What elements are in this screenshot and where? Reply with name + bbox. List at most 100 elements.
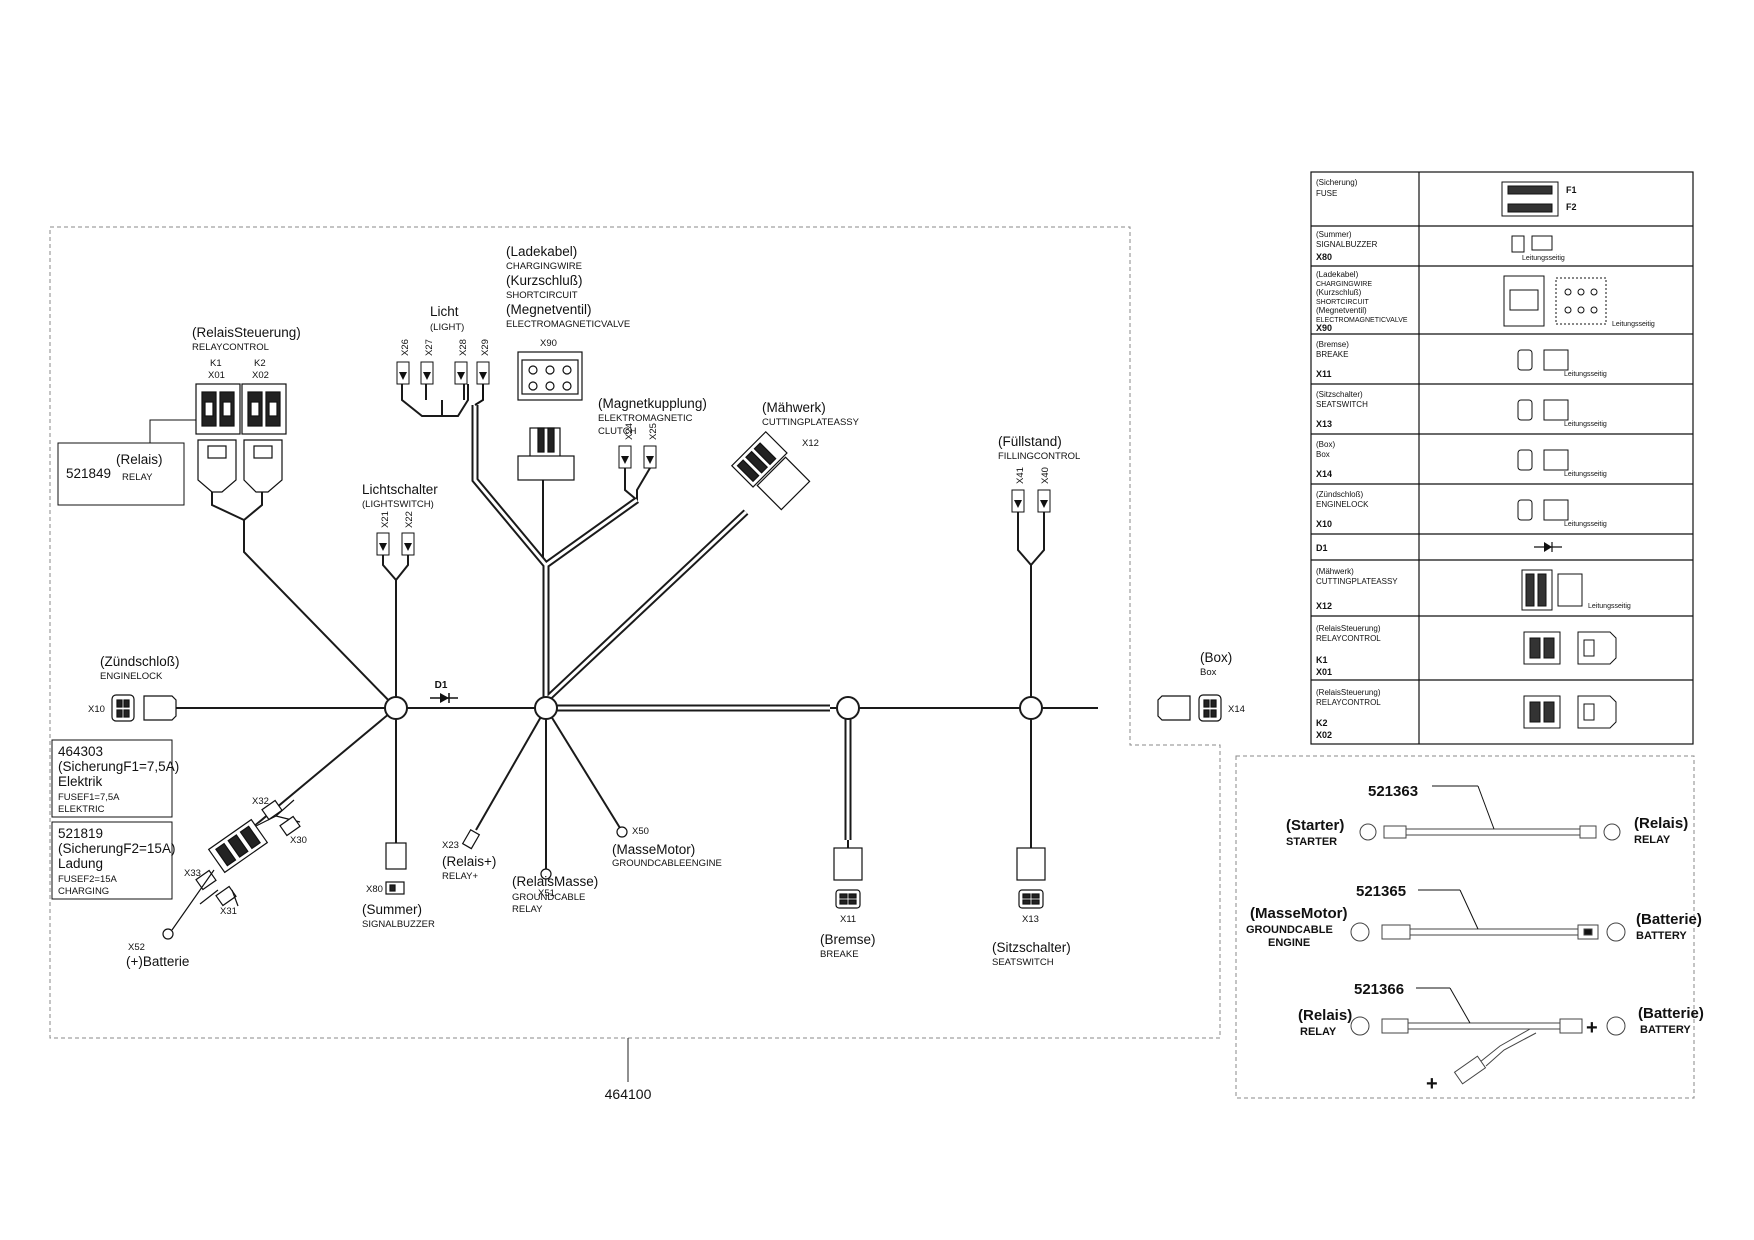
legend-x90-icon — [1503, 275, 1607, 327]
legend-diode-icon — [1534, 542, 1562, 552]
x13-code: X13 — [1022, 914, 1039, 925]
legend-x13-title: (Sitzschalter) — [1316, 390, 1363, 399]
fuse2-box — [51, 821, 173, 900]
light-title: Licht — [430, 304, 459, 319]
light-connectors: X26 X27 X28 X29 — [396, 339, 491, 385]
x23-connector — [461, 828, 481, 850]
seatswitch-title: (Sitzschalter) — [992, 940, 1071, 955]
cable2-left-sub2: ENGINE — [1268, 937, 1310, 949]
relay-ground-sub1: GROUNDCABLE — [512, 892, 585, 903]
legend-d1-code: D1 — [1316, 543, 1328, 553]
charging-title: (Ladekabel) — [506, 244, 577, 259]
cable-521366 — [1350, 987, 1626, 1085]
relay-title: (Relais) — [116, 452, 163, 467]
mower-subtitle: CUTTINGPLATEASSY — [762, 417, 860, 428]
x31-code: X31 — [220, 906, 237, 917]
fuse2-line2: Ladung — [58, 856, 103, 871]
cable2-left-sub: GROUNDCABLE — [1246, 924, 1333, 936]
cable2-part: 521365 — [1356, 883, 1406, 900]
x23-code: X23 — [442, 840, 459, 851]
x11-code: X11 — [840, 914, 856, 925]
wire-bundles-inner — [473, 405, 850, 840]
legend-x10-title: (Zündschloß) — [1316, 490, 1363, 499]
legend-fuse-sub: FUSE — [1316, 189, 1337, 198]
legend-x11-title: (Bremse) — [1316, 340, 1349, 349]
legend-summer-note: Leitungsseitig — [1522, 255, 1565, 262]
legend-x90-title3: (Megnetventil) — [1316, 306, 1367, 315]
legend-summer-icon — [1511, 235, 1553, 253]
x21-code: X21 — [380, 511, 391, 528]
magnetvalve-sub: ELECTROMAGNETICVALVE — [506, 319, 630, 330]
x10-code: X10 — [88, 704, 105, 715]
legend-x90-note: Leitungsseitig — [1612, 321, 1655, 328]
x22-code: X22 — [404, 511, 415, 528]
fuse1-sub2: ELEKTRIC — [58, 804, 105, 815]
legend-x13-sub: SEATSWITCH — [1316, 400, 1368, 409]
cable3-plus-right: + — [1586, 1017, 1598, 1039]
relay-plus-title: (Relais+) — [442, 854, 496, 869]
x10-connector — [111, 694, 177, 722]
fuse2-sub1: FUSEF2=15A — [58, 874, 118, 885]
cable1-right-sub: RELAY — [1634, 834, 1671, 846]
legend-fuse-title: (Sicherung) — [1316, 178, 1358, 187]
cable-521363 — [1359, 785, 1621, 841]
legend-x14-title: (Box) — [1316, 440, 1335, 449]
relay-ground-title: (RelaisMasse) — [512, 874, 598, 889]
filllevel-title: (Füllstand) — [998, 434, 1062, 449]
x90-code: X90 — [540, 338, 557, 349]
relay-part-number: 521849 — [66, 466, 111, 481]
junction-2 — [534, 696, 558, 720]
cable2-left: (MasseMotor) — [1250, 905, 1348, 922]
box-subtitle: Box — [1200, 667, 1217, 678]
relay-control-title: (RelaisSteuerung) — [192, 325, 301, 340]
legend-x12-title: (Mähwerk) — [1316, 567, 1354, 576]
legend-x90-title2: (Kurzschluß) — [1316, 288, 1362, 297]
legend-k2-title: (RelaisSteuerung) — [1316, 688, 1381, 697]
legend-x11-code: X11 — [1316, 369, 1332, 379]
lightswitch-subtitle: (LIGHTSWITCH) — [362, 499, 434, 510]
legend-k1-title: (RelaisSteuerung) — [1316, 624, 1381, 633]
cable3-left: (Relais) — [1298, 1007, 1352, 1024]
summer-subtitle: SIGNALBUZZER — [362, 919, 435, 930]
filllevel-subtitle: FILLINGCONTROL — [998, 451, 1080, 462]
cable3-right: (Batterie) — [1638, 1005, 1704, 1022]
filllevel-connectors — [1011, 489, 1051, 513]
legend-x10-note: Leitungsseitig — [1564, 521, 1607, 528]
x80-connector — [385, 842, 407, 895]
cable1-right: (Relais) — [1634, 815, 1688, 832]
fuse-holder — [162, 799, 301, 940]
legend-k2-sub: RELAYCONTROL — [1316, 698, 1381, 707]
relay-plus-subtitle: RELAY+ — [442, 871, 478, 882]
x12-connector — [730, 430, 811, 511]
harness-outline — [49, 226, 1221, 1039]
ignition-subtitle: ENGINELOCK — [100, 671, 163, 682]
light-subtitle: (LIGHT) — [430, 322, 464, 333]
fuse2-line1: (SicherungF2=15A) — [58, 841, 175, 856]
legend-x11-sub: BREAKE — [1316, 350, 1348, 359]
legend-x12-sub: CUTTINGPLATEASSY — [1316, 577, 1398, 586]
lightswitch-connectors — [376, 532, 415, 556]
k2-label: K2 — [254, 358, 266, 369]
k1-label: K1 — [210, 358, 222, 369]
main-part-number: 464100 — [605, 1086, 652, 1102]
clutch-sub1: ELEKTROMAGNETIC — [598, 413, 693, 424]
legend-x10-sub: ENGINELOCK — [1316, 500, 1369, 509]
junction-1 — [384, 696, 408, 720]
battery-label: (+)Batterie — [126, 954, 189, 969]
legend-table — [1310, 171, 1694, 745]
cable3-part: 521366 — [1354, 981, 1404, 998]
cable3-plus-left: + — [1426, 1073, 1438, 1095]
box-title: (Box) — [1200, 650, 1232, 665]
legend-f2: F2 — [1566, 202, 1577, 212]
legend-x90-sub1: CHARGINGWIRE — [1316, 281, 1372, 288]
magnetvalve-title: (Megnetventil) — [506, 302, 592, 317]
mower-title: (Mähwerk) — [762, 400, 826, 415]
legend-k1-sub: RELAYCONTROL — [1316, 634, 1381, 643]
clutch-title: (Magnetkupplung) — [598, 396, 707, 411]
shortcircuit-sub: SHORTCIRCUIT — [506, 290, 578, 301]
cable1-part: 521363 — [1368, 783, 1418, 800]
lightswitch-title: Lichtschalter — [362, 482, 438, 497]
seatswitch-subtitle: SEATSWITCH — [992, 957, 1054, 968]
cable3-right-sub: BATTERY — [1640, 1024, 1691, 1036]
